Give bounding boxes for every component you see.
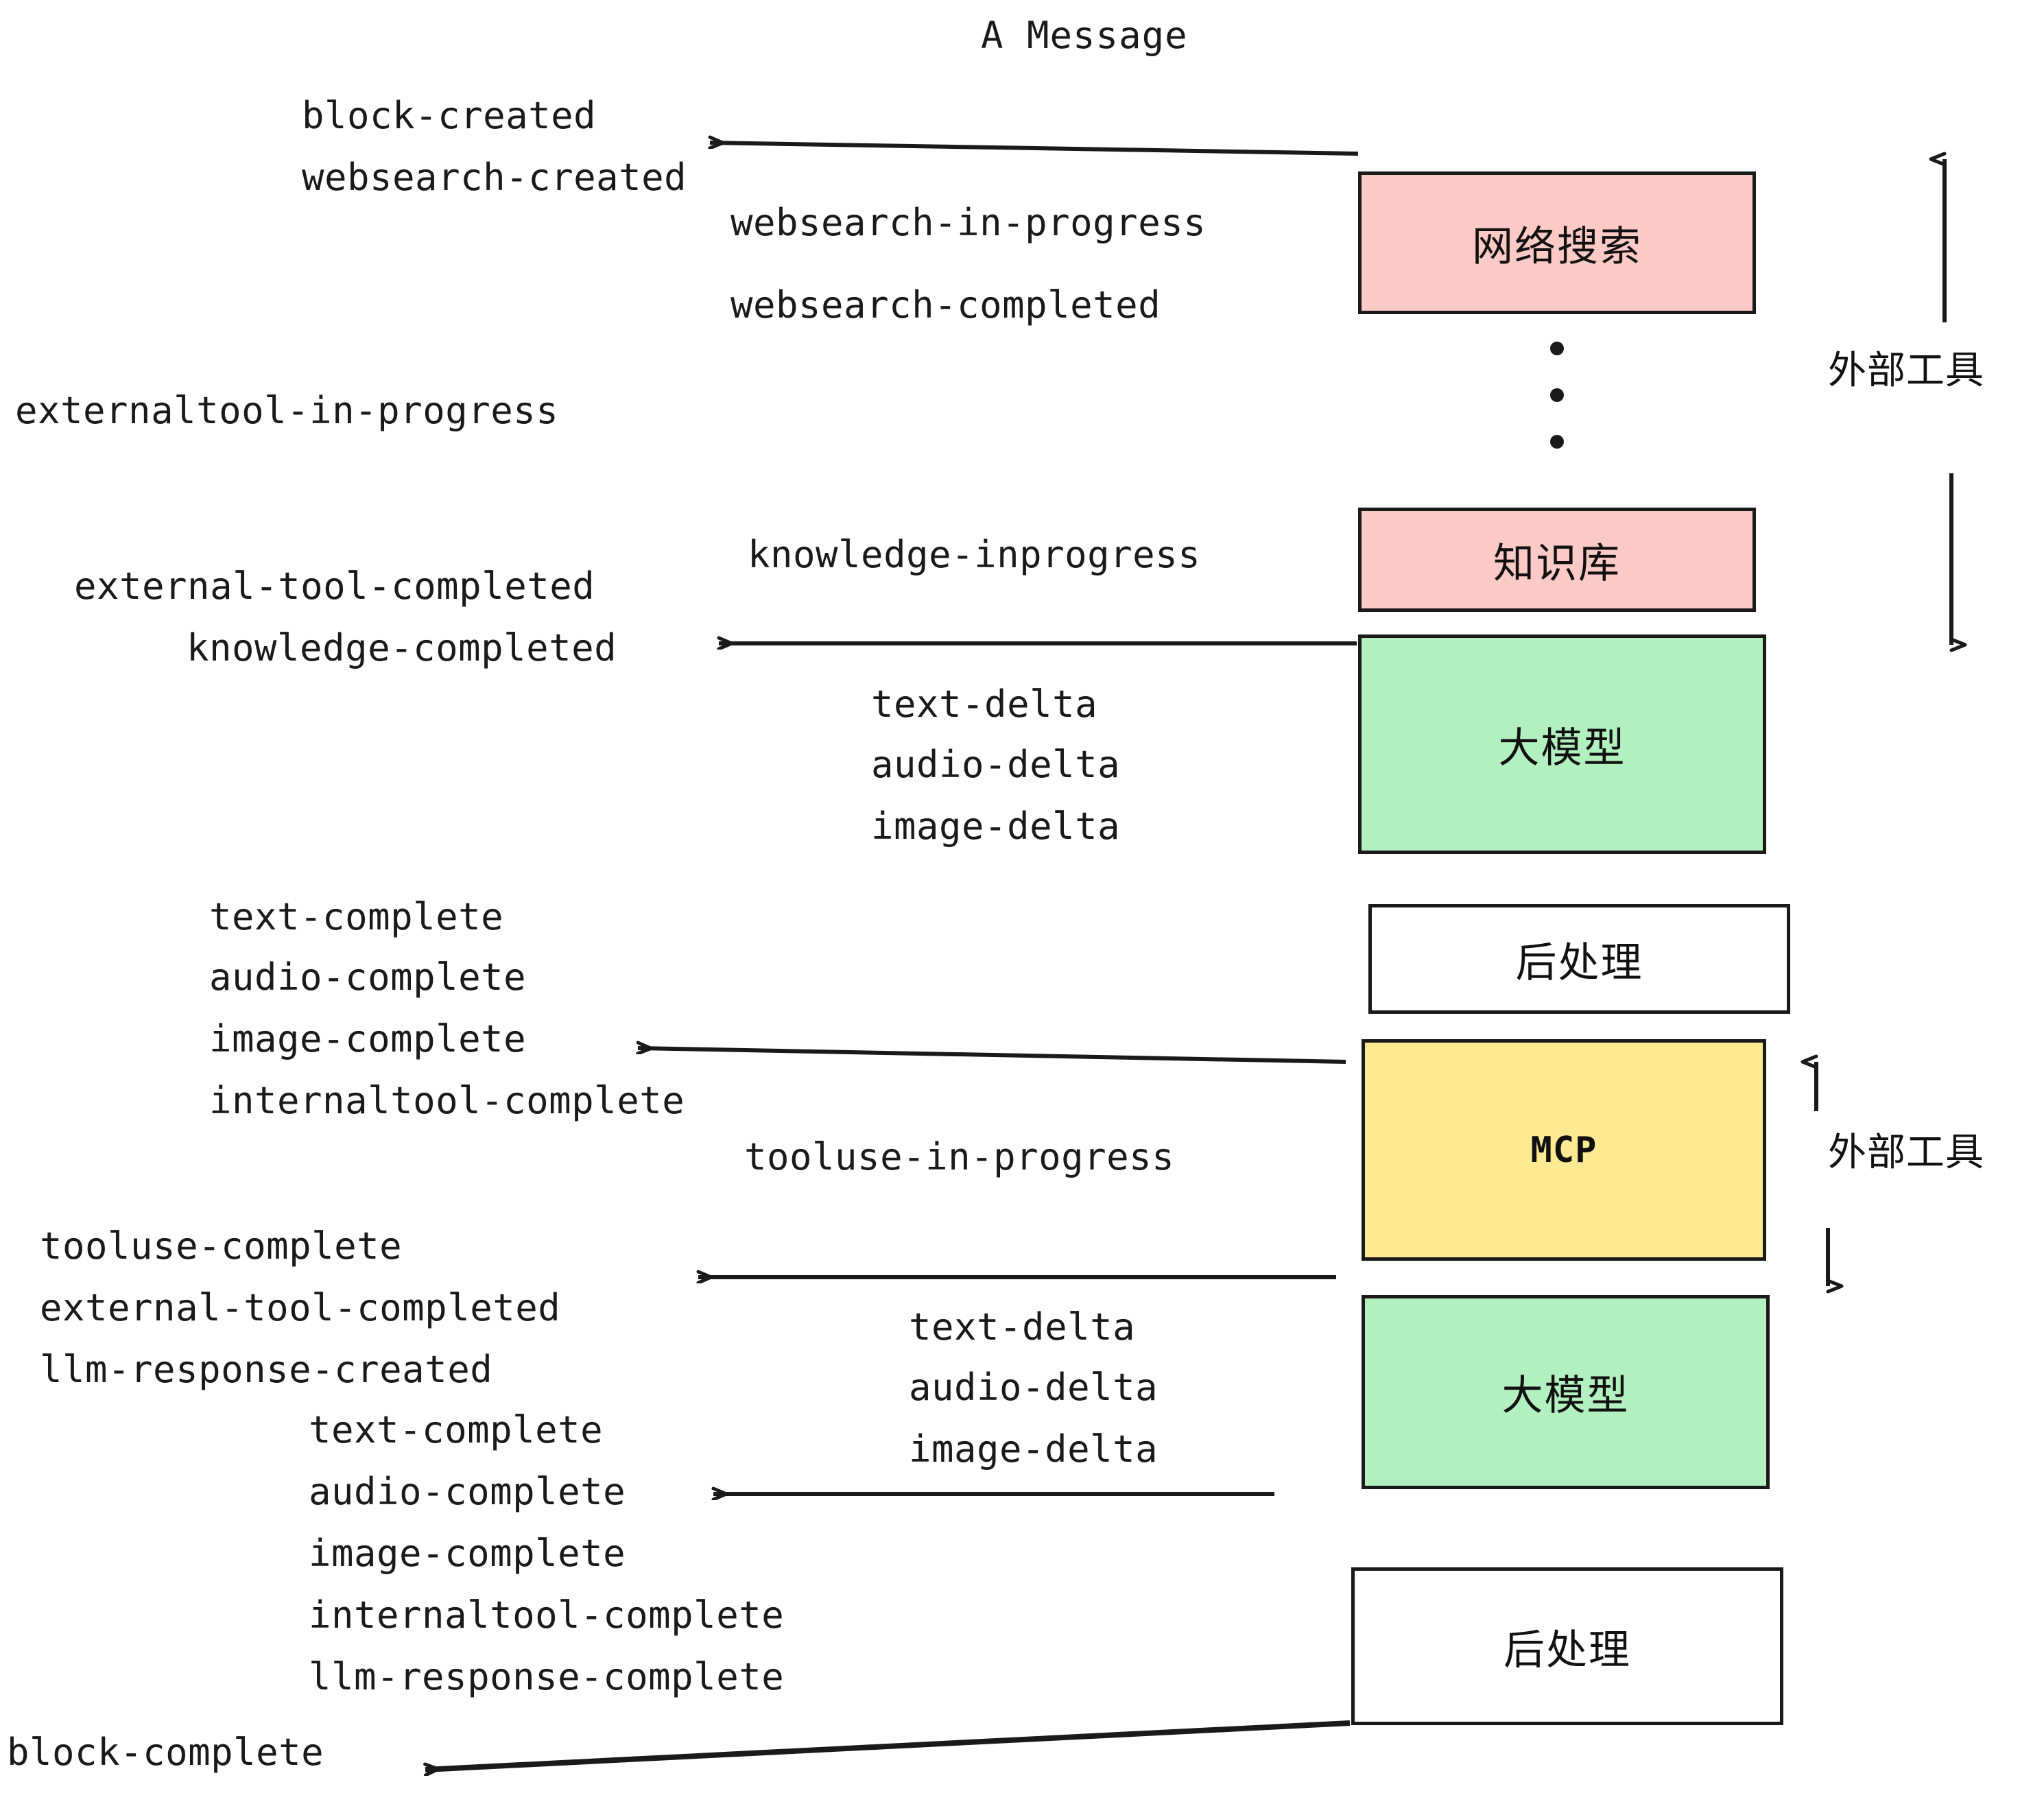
event-label-text-complete-2: text-complete: [309, 1408, 604, 1451]
event-label-audio-complete-1: audio-complete: [209, 956, 527, 999]
group-label-external-tool-bottom: 外部工具: [1828, 1130, 1984, 1175]
arrow-websearch-to-block-created: [710, 143, 1359, 156]
event-label-websearch-in-progress: websearch-in-progress: [730, 201, 1207, 244]
node-mcp-label: MCP: [1530, 1129, 1597, 1171]
event-label-llm-response-created: llm-response-created: [40, 1348, 493, 1391]
event-label-knowledge-completed: knowledge-completed: [187, 626, 617, 669]
event-label-block-complete: block-complete: [7, 1731, 324, 1774]
event-label-text-delta-2: text-delta: [909, 1305, 1136, 1349]
event-label-internaltool-complete-2: internaltool-complete: [309, 1593, 785, 1637]
group-label-external-tool-top: 外部工具: [1828, 348, 1984, 393]
event-label-image-complete-2: image-complete: [309, 1532, 626, 1575]
event-label-text-delta-1: text-delta: [871, 683, 1098, 726]
event-label-image-delta-1: image-delta: [871, 805, 1121, 848]
event-label-text-complete-1: text-complete: [209, 895, 504, 938]
event-label-audio-delta-2: audio-delta: [909, 1366, 1158, 1409]
node-mcp[interactable]: MCP: [1362, 1039, 1766, 1261]
node-websearch[interactable]: 网络搜索: [1358, 171, 1756, 314]
node-knowledge[interactable]: 知识库: [1358, 508, 1756, 612]
node-llm-2[interactable]: 大模型: [1362, 1295, 1770, 1489]
event-label-tooluse-in-progress: tooluse-in-progress: [744, 1135, 1175, 1178]
event-label-external-tool-completed-2: external-tool-completed: [40, 1286, 561, 1329]
page-title: A Message: [981, 14, 1188, 57]
event-label-external-tool-completed-1: external-tool-completed: [74, 565, 595, 608]
node-postprocess-2[interactable]: 后处理: [1351, 1567, 1783, 1725]
event-label-tooluse-complete: tooluse-complete: [40, 1224, 403, 1268]
node-llm-1[interactable]: 大模型: [1358, 634, 1766, 854]
arrow-postprocess2-to-block-complete: [425, 1720, 1351, 1770]
node-postprocess-2-label: 后处理: [1504, 1626, 1631, 1674]
event-label-image-delta-2: image-delta: [909, 1427, 1158, 1471]
node-llm-1-label: 大模型: [1498, 724, 1626, 772]
vertical-ellipsis-icon: [1549, 342, 1565, 449]
node-llm-2-label: 大模型: [1501, 1372, 1630, 1420]
node-postprocess-1-label: 后处理: [1515, 938, 1643, 987]
event-label-websearch-completed: websearch-completed: [730, 283, 1161, 327]
node-knowledge-label: 知识库: [1493, 539, 1621, 588]
event-label-block-created: block-created: [302, 94, 597, 137]
event-label-internaltool-complete-1: internaltool-complete: [209, 1079, 685, 1122]
arrow-mcp-to-image-complete: [638, 1048, 1346, 1064]
event-label-llm-response-complete: llm-response-complete: [309, 1655, 785, 1698]
node-websearch-label: 网络搜索: [1472, 222, 1642, 271]
event-label-image-complete-1: image-complete: [209, 1017, 527, 1060]
event-label-audio-complete-2: audio-complete: [309, 1470, 626, 1513]
event-label-knowledge-inprogress: knowledge-inprogress: [748, 533, 1201, 576]
event-label-externaltool-in-progress: externaltool-in-progress: [15, 389, 559, 432]
event-label-websearch-created: websearch-created: [302, 156, 687, 199]
node-postprocess-1[interactable]: 后处理: [1368, 904, 1790, 1014]
event-label-audio-delta-1: audio-delta: [871, 743, 1121, 786]
